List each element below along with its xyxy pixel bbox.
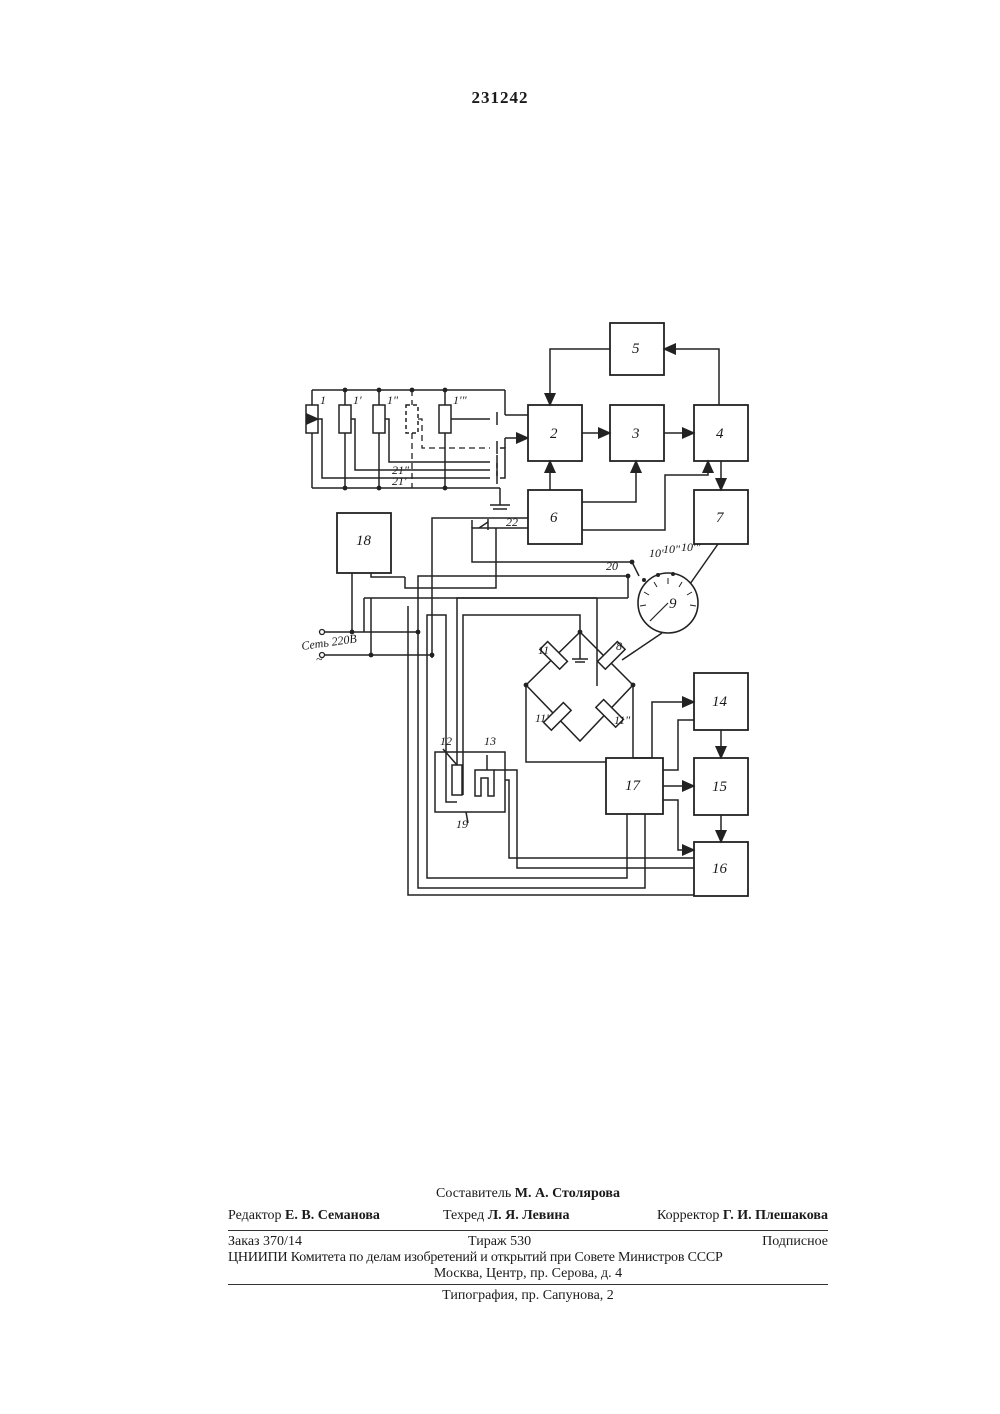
label-10c: 10'" xyxy=(681,540,702,554)
compiler-name: М. А. Столярова xyxy=(515,1186,620,1201)
dial-9 xyxy=(622,572,698,660)
block-7: 7 xyxy=(694,490,748,544)
potentiometer-1b xyxy=(373,405,385,433)
svg-text:18: 18 xyxy=(356,533,372,549)
address-line: Москва, Центр, пр. Серова, д. 4 xyxy=(228,1266,828,1282)
block-5: 5 xyxy=(610,323,664,375)
label-11a: 11' xyxy=(535,711,549,725)
mains-supply: Сеть 220В ~ xyxy=(300,573,434,666)
order-number: Заказ 370/14 xyxy=(228,1234,302,1250)
element-13 xyxy=(475,770,494,796)
svg-text:14: 14 xyxy=(712,694,728,710)
compiler-line: Составитель М. А. Столярова xyxy=(228,1186,828,1202)
label-r1: 1 xyxy=(320,393,326,407)
editor: Редактор Е. В. Семанова xyxy=(228,1208,380,1224)
mains-label: Сеть 220В xyxy=(300,631,358,653)
potentiometer-1c xyxy=(406,405,418,433)
bridge-circuit xyxy=(524,630,694,762)
svg-text:16: 16 xyxy=(712,861,728,877)
mains-symbol: ~ xyxy=(316,652,323,666)
svg-text:4: 4 xyxy=(716,426,724,442)
block-4: 4 xyxy=(694,405,748,461)
rule-top xyxy=(228,1230,828,1231)
block-15: 15 xyxy=(694,758,748,815)
label-r1a: 1' xyxy=(353,393,362,407)
potentiometer-1d xyxy=(439,405,451,433)
label-11: 11 xyxy=(538,643,549,657)
label-r1c: 1'" xyxy=(453,393,468,407)
label-20: 20 xyxy=(606,559,618,573)
rule-bottom xyxy=(228,1284,828,1285)
block-16: 16 xyxy=(694,842,748,896)
label-8: 8 xyxy=(616,639,622,653)
potentiometer-bank xyxy=(306,388,528,509)
svg-text:6: 6 xyxy=(550,510,558,526)
block-2: 2 xyxy=(528,405,582,461)
techred: Техред Л. Я. Левина xyxy=(443,1208,570,1224)
corrector: Корректор Г. И. Плешакова xyxy=(657,1208,828,1224)
svg-text:15: 15 xyxy=(712,779,728,795)
label-19: 19 xyxy=(456,817,468,831)
label-21b: 21" xyxy=(392,463,410,477)
label-9: 9 xyxy=(669,596,677,612)
label-10b: 10" xyxy=(663,542,681,556)
block-14: 14 xyxy=(694,673,748,730)
label-22: 22 xyxy=(506,515,518,529)
circuit-diagram: 2 3 4 5 6 7 18 14 15 16 17 xyxy=(0,0,1000,1000)
compiler-label: Составитель xyxy=(436,1186,511,1201)
block-6: 6 xyxy=(528,490,582,544)
label-13: 13 xyxy=(484,734,496,748)
subscription: Подписное xyxy=(762,1234,828,1250)
label-r1b: 1" xyxy=(387,393,399,407)
block-18: 18 xyxy=(337,513,391,573)
circulation: Тираж 530 xyxy=(468,1234,531,1250)
org-line: ЦНИИПИ Комитета по делам изобретений и о… xyxy=(228,1250,828,1266)
printer-line: Типография, пр. Сапунова, 2 xyxy=(228,1288,828,1304)
label-12: 12 xyxy=(440,734,452,748)
svg-text:5: 5 xyxy=(632,341,640,357)
label-11b: 11" xyxy=(614,713,631,727)
potentiometer-1 xyxy=(306,405,318,433)
svg-text:2: 2 xyxy=(550,426,558,442)
svg-text:17: 17 xyxy=(625,778,642,794)
element-12 xyxy=(452,765,462,795)
block-17: 17 xyxy=(606,758,663,814)
potentiometer-1a xyxy=(339,405,351,433)
label-10a: 10' xyxy=(649,546,664,560)
svg-text:3: 3 xyxy=(631,426,640,442)
block-3: 3 xyxy=(610,405,664,461)
